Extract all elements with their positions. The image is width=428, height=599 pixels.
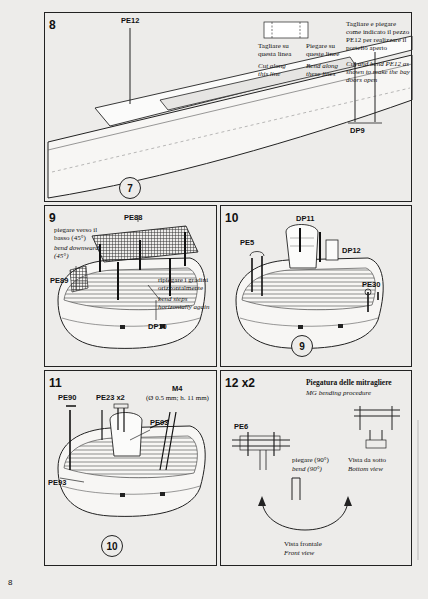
note-text: Bottom view bbox=[348, 465, 383, 473]
step-number: 10 bbox=[225, 211, 238, 225]
part-label: PE89 bbox=[50, 276, 68, 285]
note-text: (Ø 0.5 mm; h. 11 mm) bbox=[146, 394, 214, 402]
note-text: Piegare su queste linee bbox=[306, 42, 342, 58]
part-label: PE93 bbox=[48, 478, 66, 487]
note-text: ripiegare i gradini orizzontalmente bbox=[158, 276, 214, 292]
step-number: 10 bbox=[106, 541, 117, 552]
note-text: bend downward (45°) bbox=[54, 244, 106, 260]
part-label: PE5 bbox=[240, 238, 254, 247]
step-panel: 10 9 bbox=[220, 205, 412, 367]
note-text: Vista da sotto bbox=[348, 456, 386, 464]
step-number: 8 bbox=[49, 18, 56, 32]
note-text: Bend along these lines bbox=[306, 62, 342, 78]
part-label: DP10 bbox=[148, 322, 167, 331]
note-text: Tagliare su questa linea bbox=[258, 42, 296, 58]
part-label: DP11 bbox=[296, 214, 314, 223]
note-text: Piegatura delle mitragliere bbox=[306, 378, 410, 387]
note-text: piegare (90°) bbox=[292, 456, 329, 464]
note-text: Tagliare e piegare come indicato il pezz… bbox=[346, 20, 410, 52]
part-label: PE30 bbox=[362, 280, 380, 289]
step-number: 9 bbox=[299, 341, 305, 352]
step-number: 12 x2 bbox=[225, 376, 255, 390]
step-number: 7 bbox=[127, 183, 133, 194]
note-text: Cut along this line bbox=[258, 62, 296, 78]
note-text: Cut and bend PE12 as shown to make the b… bbox=[346, 60, 410, 84]
callout-circle: 10 bbox=[101, 535, 123, 557]
part-label: PE93 bbox=[150, 418, 168, 427]
part-label: DP12 bbox=[342, 246, 361, 255]
note-text: MG bending procedure bbox=[306, 389, 410, 397]
callout-circle: 7 bbox=[119, 177, 141, 199]
note-text: Front view bbox=[284, 549, 314, 557]
note-text: bend (90°) bbox=[292, 465, 322, 473]
part-label: PE12 bbox=[121, 16, 139, 25]
part-label: DP9 bbox=[350, 126, 365, 135]
part-label: PE90 bbox=[58, 393, 76, 402]
note-text: bend steps horizontally again bbox=[158, 295, 214, 311]
step-number: 9 bbox=[49, 211, 56, 225]
part-label: PE23 x2 bbox=[96, 393, 125, 402]
page-number: 8 bbox=[8, 578, 12, 587]
part-label: PE6 bbox=[234, 422, 248, 431]
note-text: piegare verso il basso (45°) bbox=[54, 226, 106, 242]
note-text: Vista frontale bbox=[284, 540, 322, 548]
part-label: M4 bbox=[172, 384, 182, 393]
step-number: 11 bbox=[49, 376, 62, 390]
part-label: PE88 bbox=[124, 213, 142, 222]
callout-circle: 9 bbox=[291, 335, 313, 357]
